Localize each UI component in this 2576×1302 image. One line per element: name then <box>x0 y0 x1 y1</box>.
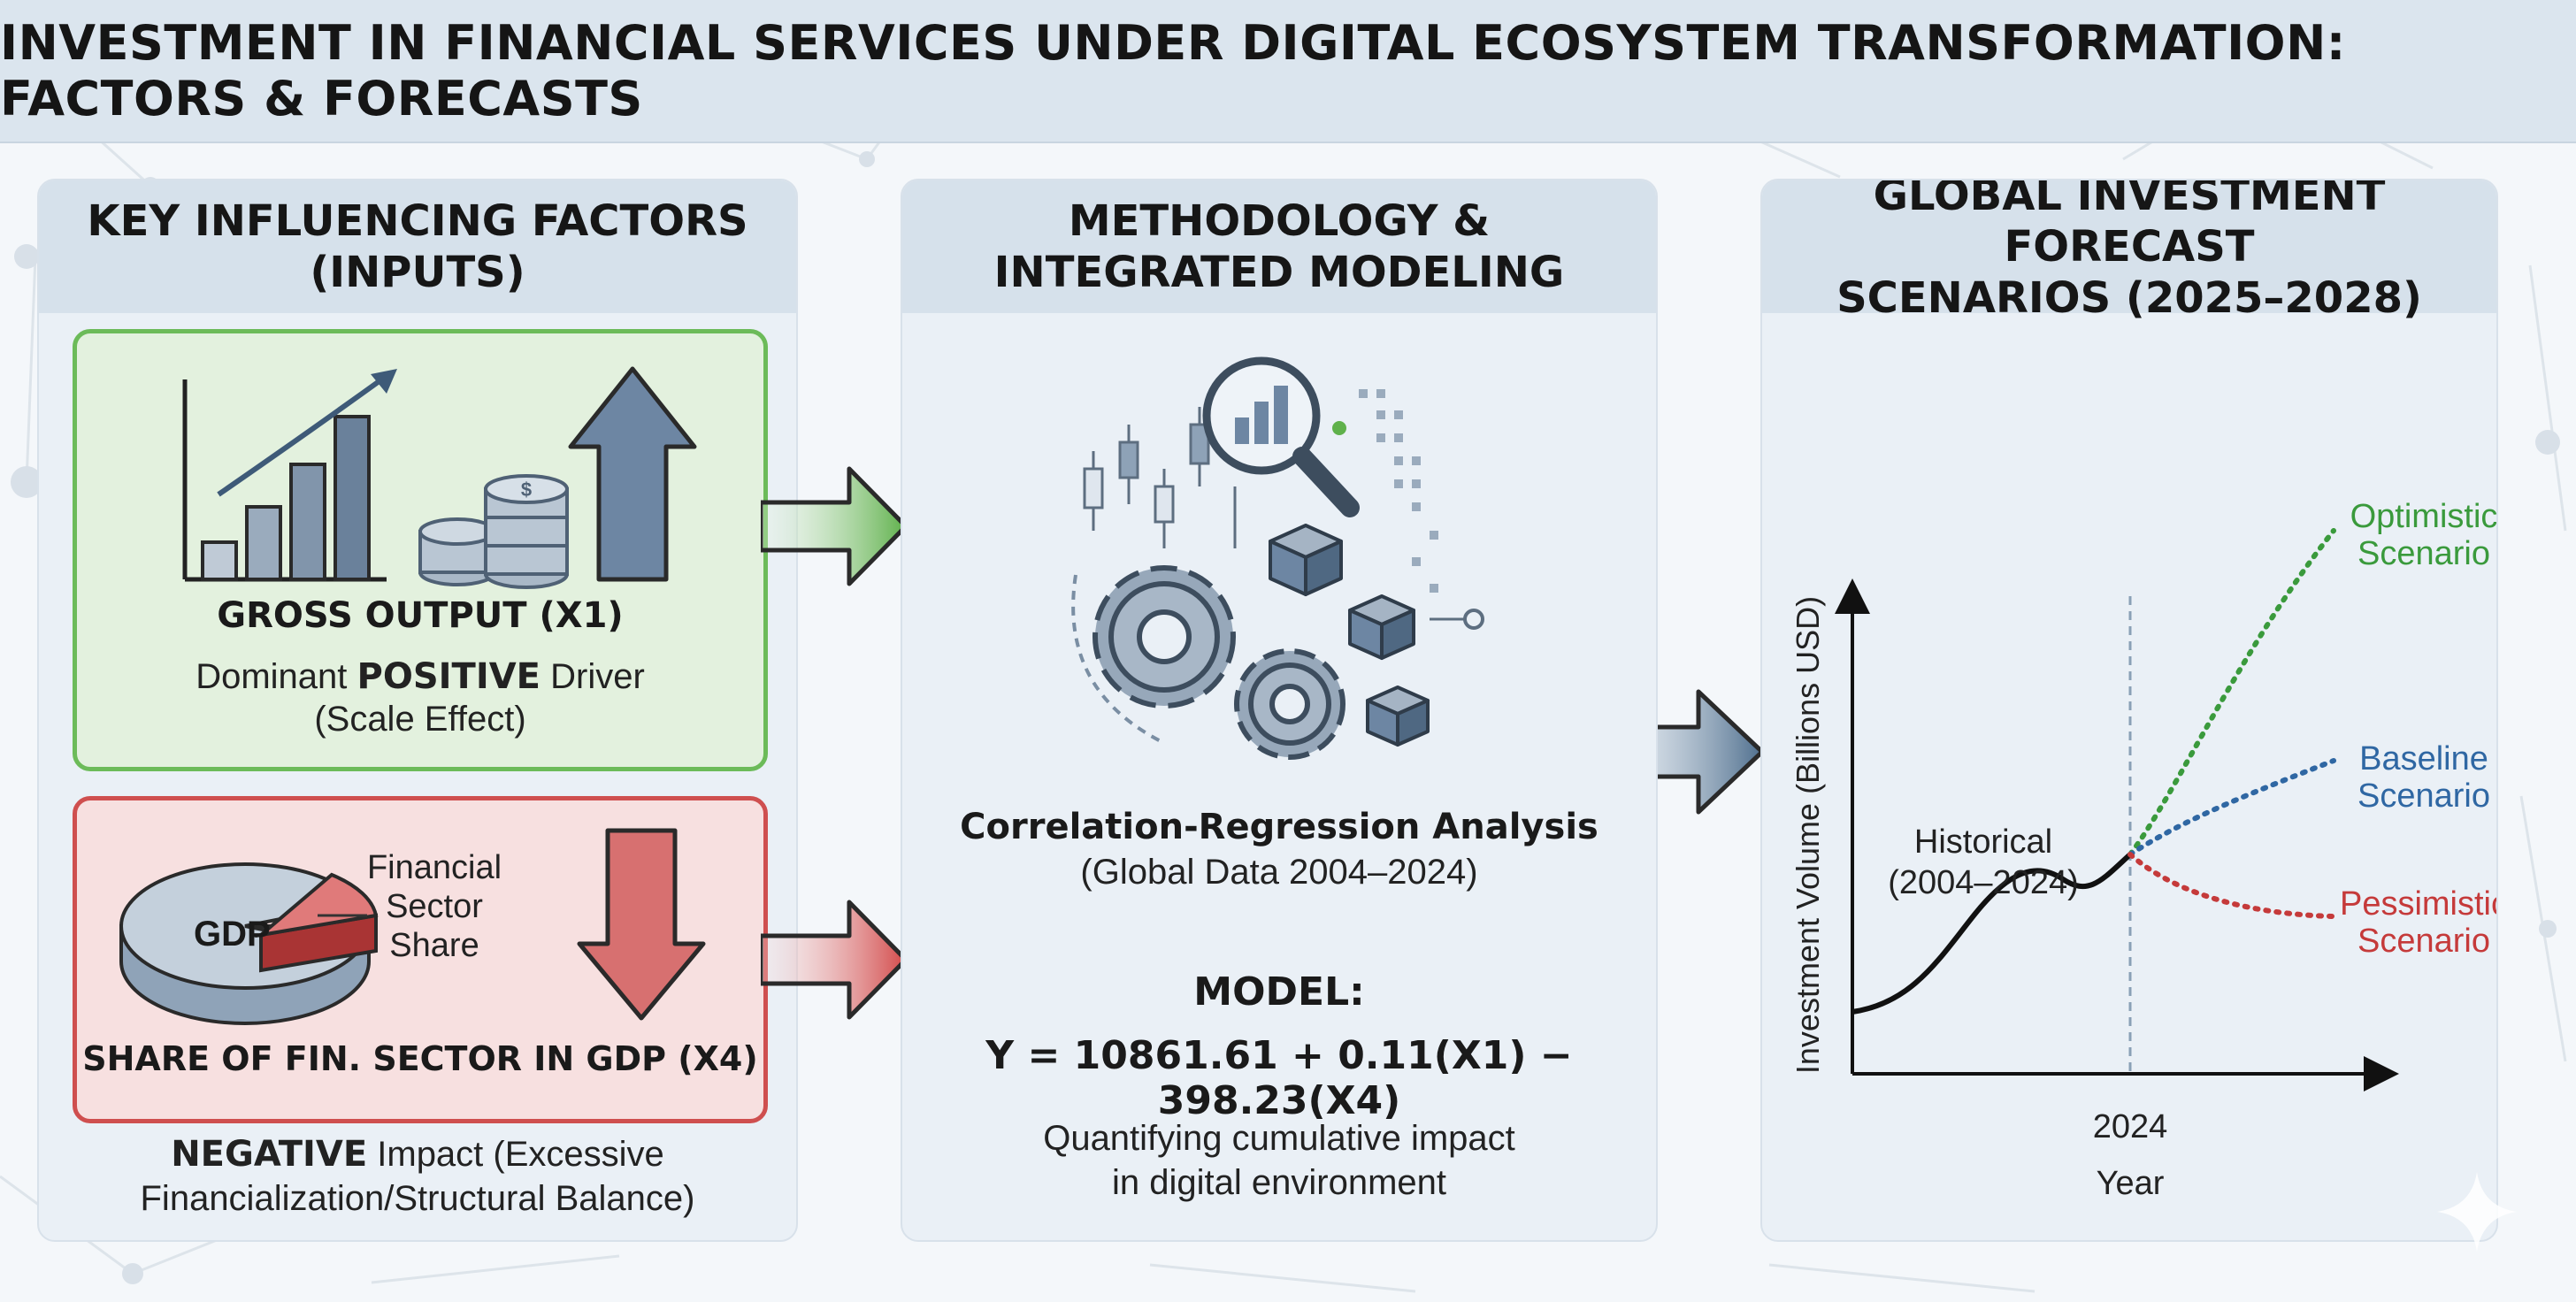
optimistic-label-line2: Scenario <box>2358 535 2490 572</box>
gross-output-description: Dominant POSITIVE Driver (Scale Effect) <box>196 656 645 739</box>
sparkle-icon <box>2437 1172 2517 1252</box>
slice-label-line3: Share <box>389 927 479 964</box>
baseline-scenario-line <box>2128 758 2336 857</box>
up-arrow-icon <box>568 366 697 582</box>
red-flow-arrow-icon <box>761 900 908 1020</box>
historical-label-line1: Historical <box>1914 823 2052 861</box>
gear-icon <box>1071 565 1346 760</box>
gross-output-illustration: $ <box>182 366 697 589</box>
optimistic-scenario-line <box>2128 528 2336 857</box>
model-equation: Y = 10861.61 + 0.11(X1) − 398.23(X4) <box>985 1033 1573 1123</box>
pie-chart-icon <box>119 862 379 1025</box>
pessimistic-scenario-line <box>2128 852 2336 919</box>
page-title: INVESTMENT IN FINANCIAL SERVICES UNDER D… <box>0 15 2346 126</box>
x-axis-label: Year <box>2097 1165 2165 1202</box>
forecast-chart: Investment Volume (Billions USD) 2024 Ye… <box>1790 498 2496 1202</box>
slice-label-line1: Financial <box>367 849 502 886</box>
historical-label-line2: (2004–2024) <box>1888 864 2079 901</box>
title-bar: INVESTMENT IN FINANCIAL SERVICES UNDER D… <box>0 0 2576 143</box>
forecast-panel-header: GLOBAL INVESTMENT FORECAST SCENARIOS (20… <box>1762 180 2496 323</box>
negative-label: NEGATIVE <box>171 1134 368 1175</box>
candlestick-icon <box>1083 407 1237 548</box>
gross-output-name: GROSS OUTPUT (X1) <box>217 595 624 636</box>
optimistic-label-line1: Optimistic <box>2350 498 2496 535</box>
analysis-subtitle: (Global Data 2004–2024) <box>1080 853 1478 892</box>
gross-output-factor-card: $ GROSS OUTPUT (X1) Dominant POSITIVE Dr… <box>73 329 768 771</box>
baseline-label-line2: Scenario <box>2358 777 2490 815</box>
inputs-heading: KEY INFLUENCING FACTORS (INPUTS) <box>87 196 748 297</box>
cube-icon <box>1269 524 1430 747</box>
y-axis-label: Investment Volume (Billions USD) <box>1790 596 1826 1074</box>
methodology-illustration <box>1071 356 1484 760</box>
magnifier-icon <box>1202 356 1360 517</box>
inputs-panel-header: KEY INFLUENCING FACTORS (INPUTS) <box>39 180 796 313</box>
analysis-title: Correlation-Regression Analysis <box>960 807 1598 847</box>
digital-dots-icon <box>1359 389 1484 630</box>
forecast-panel: GLOBAL INVESTMENT FORECAST SCENARIOS (20… <box>1760 179 2498 1242</box>
methodology-panel: METHODOLOGY & INTEGRATED MODELING <box>901 179 1658 1242</box>
green-flow-arrow-icon <box>761 466 908 586</box>
baseline-label-line1: Baseline <box>2359 740 2488 777</box>
methodology-heading: METHODOLOGY & INTEGRATED MODELING <box>993 196 1565 297</box>
bar-chart-icon <box>182 369 397 582</box>
forecast-heading: GLOBAL INVESTMENT FORECAST SCENARIOS (20… <box>1836 179 2422 323</box>
x-tick-2024: 2024 <box>2093 1108 2168 1145</box>
inputs-panel: KEY INFLUENCING FACTORS (INPUTS) <box>37 179 798 1242</box>
slice-label-line2: Sector <box>386 888 483 925</box>
pessimistic-label-line2: Scenario <box>2358 923 2490 960</box>
down-arrow-icon <box>577 828 706 1021</box>
model-note: Quantifying cumulative impact in digital… <box>1043 1119 1515 1202</box>
pie-gdp-label: GDP <box>194 915 271 954</box>
positive-label: POSITIVE <box>356 656 540 697</box>
pessimistic-label-line1: Pessimistic <box>2340 885 2496 923</box>
svg-text:$: $ <box>521 479 532 501</box>
historical-line <box>1852 852 2133 1015</box>
methodology-panel-header: METHODOLOGY & INTEGRATED MODELING <box>902 180 1656 313</box>
fin-sector-share-factor-card: GDP Financial Sector Share SHARE OF FIN.… <box>73 796 768 1123</box>
model-label: MODEL: <box>1193 969 1365 1015</box>
fin-share-illustration: GDP Financial Sector Share <box>119 828 706 1025</box>
fin-share-name: SHARE OF FIN. SECTOR IN GDP (X4) <box>82 1039 758 1078</box>
fin-share-description: NEGATIVE Impact (Excessive Financializat… <box>140 1134 695 1218</box>
coin-stack-icon: $ <box>418 474 569 589</box>
